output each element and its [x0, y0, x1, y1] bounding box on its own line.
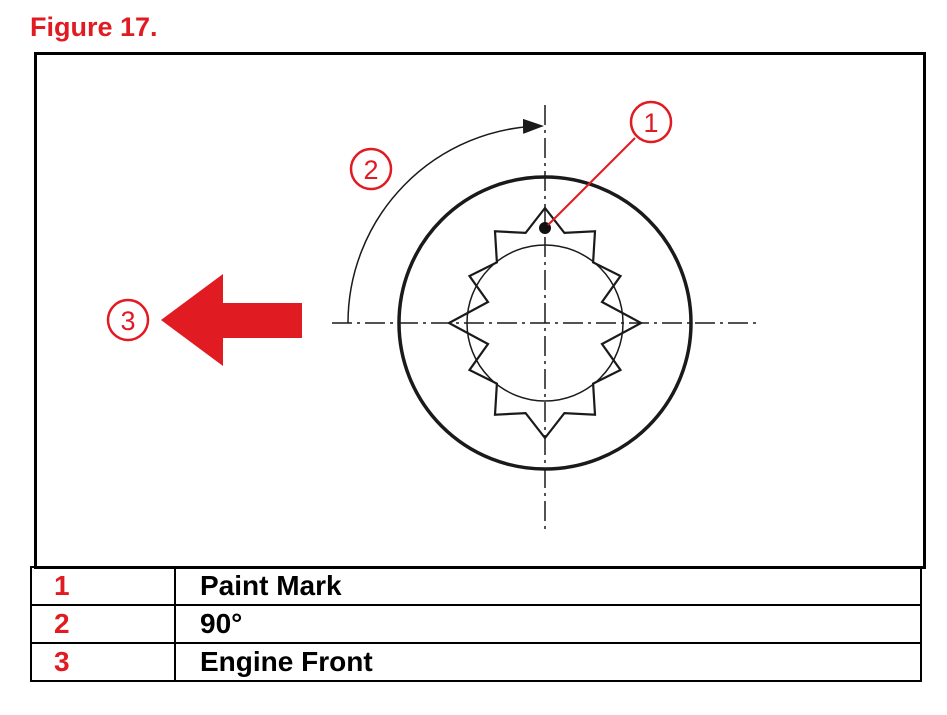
- callout-1-marker: 1: [629, 100, 673, 144]
- legend-number: 1: [30, 566, 176, 606]
- callout-2-marker: 2: [349, 147, 393, 191]
- legend-description: 90°: [174, 604, 922, 644]
- engine-front-arrow-icon: [161, 274, 302, 366]
- callout-2-label: 2: [363, 155, 378, 185]
- legend-description: Engine Front: [174, 642, 922, 682]
- diagram-frame: 1 2 3: [34, 52, 926, 569]
- figure-title: Figure 17.: [30, 12, 158, 42]
- legend-number: 3: [30, 642, 176, 682]
- bolt-head-12-point: [446, 206, 644, 440]
- callout-3-marker: 3: [106, 298, 150, 342]
- callout-3-label: 3: [120, 306, 135, 336]
- bolt-inner-circle: [466, 244, 624, 402]
- bolt-diagram: 1 2 3: [106, 100, 757, 533]
- legend-description: Paint Mark: [174, 566, 922, 606]
- legend-row: 2 90°: [30, 604, 922, 644]
- washer-outer-ring: [397, 175, 693, 471]
- callout-1-label: 1: [643, 108, 658, 138]
- legend-table: 1 Paint Mark 2 90° 3 Engine Front: [30, 566, 922, 682]
- callout-1-leader: [547, 137, 636, 226]
- rotation-arc-90-degree: [347, 118, 544, 324]
- legend-row: 3 Engine Front: [30, 642, 922, 682]
- legend-row: 1 Paint Mark: [30, 566, 922, 606]
- legend-number: 2: [30, 604, 176, 644]
